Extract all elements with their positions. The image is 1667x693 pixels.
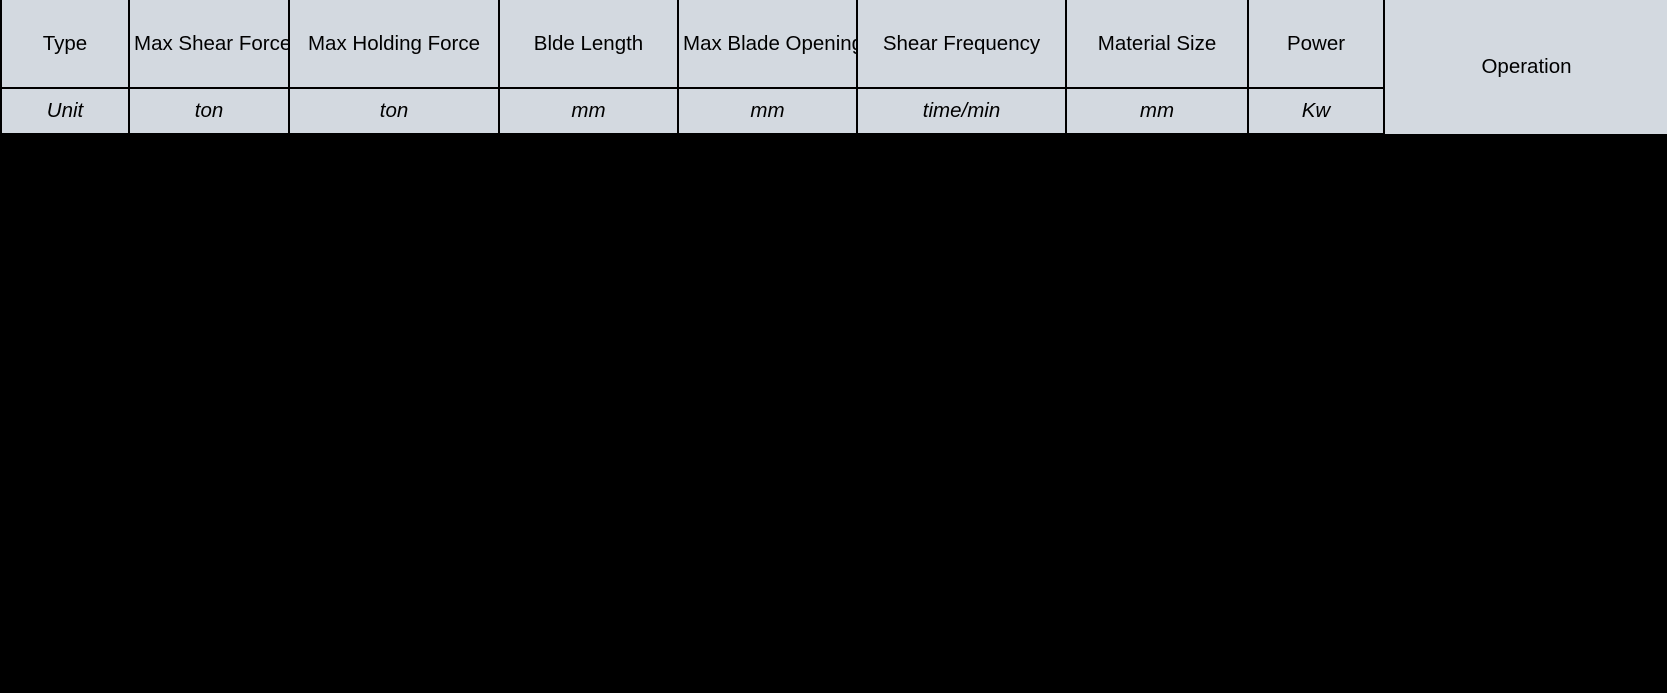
unit-cell-max-holding-force: ton — [288, 87, 500, 135]
column-header-power: Power — [1247, 0, 1385, 89]
column-header-max-shear-force: Max Shear Force — [128, 0, 290, 89]
column-header-material-size: Material Size — [1065, 0, 1249, 89]
column-header-blde-length: Blde Length — [498, 0, 679, 89]
unit-cell-power: Kw — [1247, 87, 1385, 135]
unit-cell-max-blade-opening: mm — [677, 87, 858, 135]
column-header-max-blade-opening: Max Blade Opening — [677, 0, 858, 89]
unit-cell-type: Unit — [0, 87, 130, 135]
unit-cell-shear-frequency: time/min — [856, 87, 1067, 135]
column-header-operation: Operation — [1383, 0, 1667, 134]
column-header-shear-frequency: Shear Frequency — [856, 0, 1067, 89]
column-header-max-holding-force: Max Holding Force — [288, 0, 500, 89]
machine-specification-table: Type Max Shear Force Max Holding Force B… — [0, 0, 1667, 135]
table-header-row: Type Max Shear Force Max Holding Force B… — [0, 0, 1667, 134]
column-header-type: Type — [0, 0, 130, 89]
unit-cell-material-size: mm — [1065, 87, 1249, 135]
unit-cell-blde-length: mm — [498, 87, 679, 135]
table-unit-row: Unit ton ton mm mm time/min mm Kw — [0, 87, 1667, 135]
unit-cell-max-shear-force: ton — [128, 87, 290, 135]
empty-black-region — [0, 134, 1667, 693]
